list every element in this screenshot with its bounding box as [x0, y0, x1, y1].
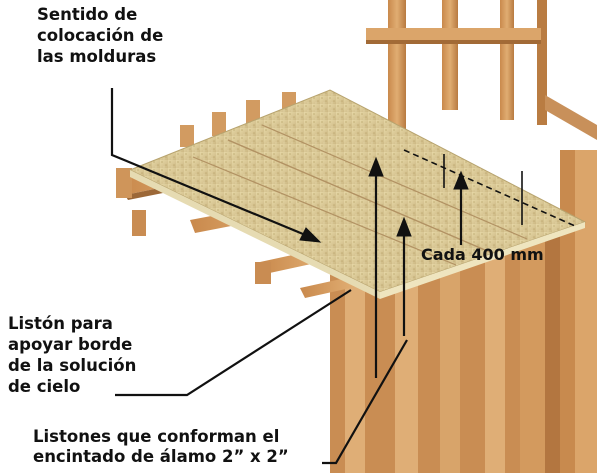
- label-spacing: Cada 400 mm: [421, 245, 544, 264]
- annotation-leaders: [110, 88, 576, 465]
- arrow-head-1: [368, 156, 384, 177]
- label-furring-strips: Listones que conforman el encintado de á…: [33, 427, 289, 466]
- label-edge-strip: Listón para apoyar borde de la solución …: [8, 314, 137, 396]
- leader-molding-direction: [110, 88, 304, 236]
- spacing-arrow-head: [453, 170, 469, 190]
- label-molding-direction: Sentido de colocación de las molduras: [37, 5, 164, 66]
- spacing-dimension-line: [403, 149, 576, 227]
- arrow-molding-direction: [299, 227, 322, 243]
- leader-edge-strip: [115, 289, 352, 397]
- arrow-head-2: [396, 216, 412, 237]
- ceiling-panel: [128, 89, 587, 299]
- leader-furring-strips: [322, 339, 408, 465]
